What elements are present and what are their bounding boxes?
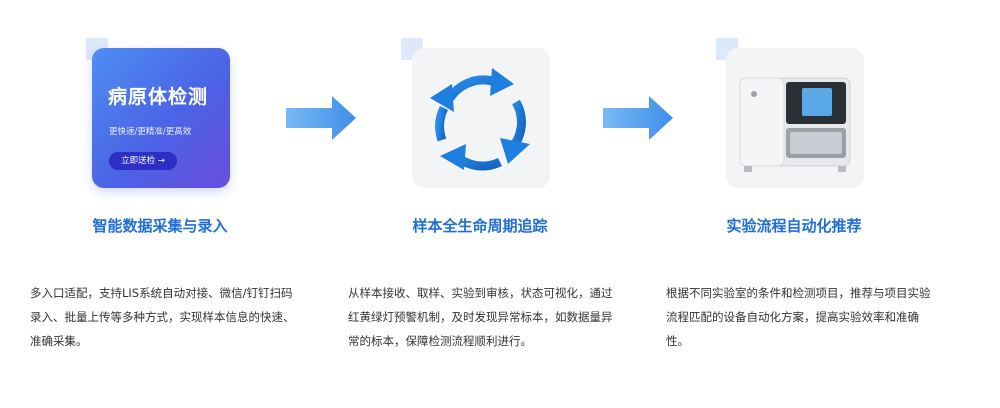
cycle-arrows-icon (430, 68, 530, 171)
card-subtitle: 更快速/更精准/更高效 (109, 127, 192, 137)
column-desc-sample-tracking: 从样本接收、取样、实验到审核，状态可视化，通过红黄绿灯预警机制，及时发现异常标本… (348, 286, 613, 348)
column-desc-data-collection: 多入口适配，支持LIS系统自动对接、微信/钉钉扫码录入、批量上传等多种方式，实现… (30, 286, 295, 348)
column-title-data-collection: 智能数据采集与录入 (92, 217, 228, 235)
card-title: 病原体检测 (108, 86, 209, 108)
lifecycle-tracking-card (412, 48, 550, 188)
column-title-automation: 实验流程自动化推荐 (726, 217, 862, 235)
column-desc-automation: 根据不同实验室的条件和检测项目，推荐与项目实验流程匹配的设备自动化方案，提高实验… (666, 286, 931, 348)
lab-instrument-icon (739, 77, 851, 172)
pathogen-detection-card: 病原体检测 更快速/更精准/更高效 立即送检 → (92, 48, 230, 188)
automation-card (726, 48, 864, 188)
send-sample-button[interactable]: 立即送检 → (109, 152, 177, 170)
arrow-right-icon (603, 96, 673, 140)
column-title-sample-tracking: 样本全生命周期追踪 (412, 217, 548, 235)
arrow-right-icon (286, 96, 356, 140)
